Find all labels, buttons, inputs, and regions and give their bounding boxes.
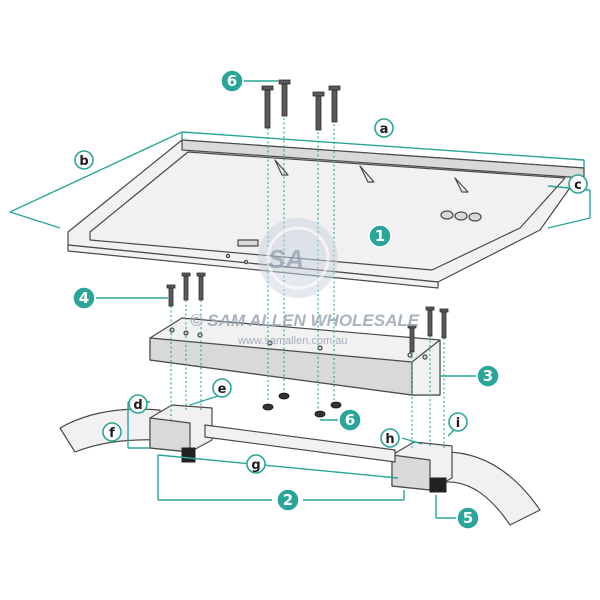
- svg-text:5: 5: [463, 509, 473, 527]
- callout-4: 4: [72, 286, 96, 310]
- callout-6-bottom: 6: [338, 408, 362, 432]
- svg-text:i: i: [456, 416, 460, 431]
- svg-text:c: c: [574, 178, 582, 193]
- watermark-logo-seal: [258, 218, 338, 298]
- nuts: [262, 392, 342, 418]
- svg-text:a: a: [380, 122, 389, 137]
- callout-3: 3: [476, 364, 500, 388]
- callout-2: 2: [276, 488, 300, 512]
- alignment-lines: [170, 118, 445, 448]
- svg-text:h: h: [385, 432, 394, 447]
- tray-bolts: [261, 79, 341, 131]
- svg-text:e: e: [218, 382, 227, 397]
- dimension-lines: [9, 131, 591, 519]
- dim-label-h: h: [380, 428, 400, 448]
- svg-text:1: 1: [375, 227, 385, 245]
- dim-label-a: a: [374, 118, 394, 138]
- dim-label-e: e: [212, 378, 232, 398]
- svg-text:6: 6: [227, 72, 237, 90]
- mounting-plate: [149, 317, 441, 396]
- watermark-text: © SAM ALLEN WHOLESALE: [190, 311, 420, 330]
- dim-label-i: i: [448, 412, 468, 432]
- svg-text:d: d: [133, 398, 142, 413]
- rail-bracket-left: [149, 404, 213, 463]
- dim-label-c: c: [568, 174, 588, 194]
- svg-text:g: g: [251, 458, 260, 473]
- tie-rod: [204, 424, 396, 463]
- callout-leaders: [96, 80, 476, 445]
- dim-label-d: d: [128, 394, 148, 414]
- callout-5: 5: [456, 506, 480, 530]
- plate-bolts-right: [407, 306, 449, 353]
- svg-text:b: b: [79, 154, 88, 169]
- callout-6-top: 6: [220, 69, 244, 93]
- svg-text:4: 4: [79, 289, 89, 307]
- fillet-tray: [67, 139, 585, 289]
- dim-label-b: b: [74, 150, 94, 170]
- dim-label-f: f: [102, 422, 122, 442]
- dim-label-g: g: [246, 454, 266, 474]
- callout-1: 1: [368, 224, 392, 248]
- svg-text:f: f: [109, 426, 115, 441]
- svg-text:6: 6: [345, 411, 355, 429]
- watermark-url: www.samallen.com.au: [237, 335, 347, 347]
- rail-bracket-right: [391, 441, 453, 493]
- svg-text:SA: SA: [268, 244, 304, 274]
- svg-text:3: 3: [483, 367, 493, 385]
- svg-text:2: 2: [283, 491, 293, 509]
- watermark: SA © SAM ALLEN WHOLESALE www.samallen.co…: [190, 218, 420, 347]
